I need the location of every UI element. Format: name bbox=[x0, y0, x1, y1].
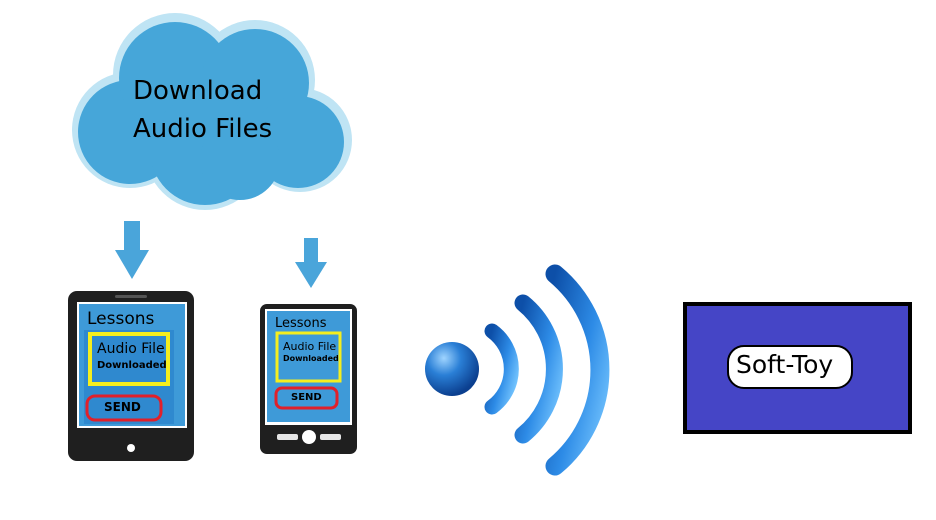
cloud-icon bbox=[72, 13, 352, 210]
download-arrow-phone-icon bbox=[295, 238, 327, 288]
cloud-title-line1: Download bbox=[133, 76, 263, 106]
soft-toy-box bbox=[683, 302, 912, 434]
phone-device bbox=[260, 304, 357, 454]
cloud-title-line2: Audio Files bbox=[133, 114, 273, 144]
tablet-device bbox=[68, 291, 194, 461]
tablet-lessons-header: Lessons bbox=[87, 309, 155, 329]
phone-file-title: Audio File bbox=[283, 340, 337, 353]
phone-send-button[interactable]: SEND bbox=[291, 392, 322, 403]
wifi-signal-icon bbox=[425, 264, 610, 476]
download-arrow-tablet-icon bbox=[115, 221, 149, 279]
phone-lessons-header: Lessons bbox=[275, 316, 327, 331]
tablet-send-button[interactable]: SEND bbox=[104, 400, 141, 414]
soft-toy-label: Soft-Toy bbox=[736, 350, 834, 379]
tablet-file-title: Audio File bbox=[97, 341, 165, 357]
phone-file-status: Downloaded bbox=[283, 354, 339, 363]
tablet-file-status: Downloaded bbox=[97, 360, 167, 371]
